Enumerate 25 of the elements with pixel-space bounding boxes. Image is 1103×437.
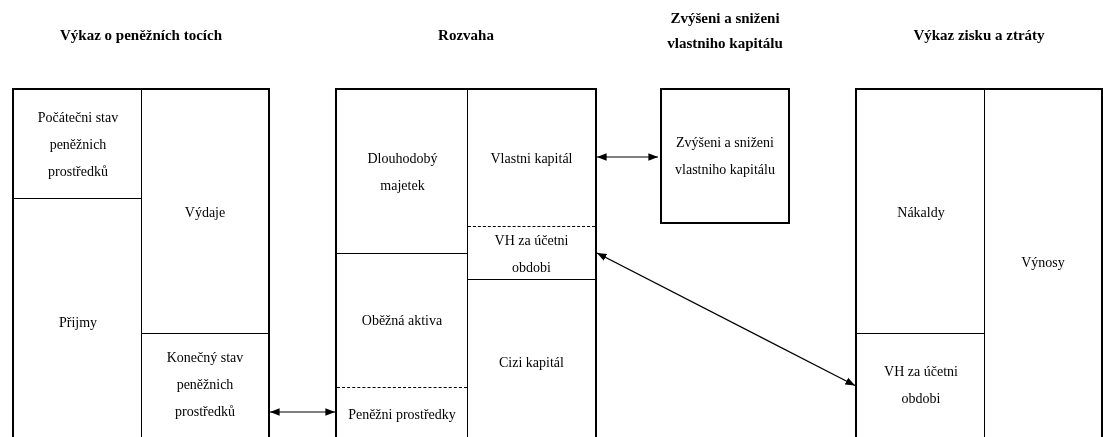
item-label: Přijmy <box>58 313 98 332</box>
item-label: Výdaje <box>184 203 226 222</box>
item-label: Peněžni prostředky <box>348 405 456 424</box>
item-label: Dlouhodobý majetek <box>366 150 439 195</box>
item-label: VH za účetni obdobi <box>493 231 570 277</box>
section-cell <box>14 90 142 199</box>
statement-heading: Zvýšeni a sniženi vlastniho kapitálu <box>666 9 784 53</box>
item-label: Zvýšeni a sniženi vlastniho kapitálu <box>674 134 776 179</box>
double-arrow <box>269 408 336 416</box>
item-label: Oběžná aktiva <box>361 312 443 330</box>
item-label: Cizi kapitál <box>499 353 564 372</box>
section-cell <box>337 90 468 254</box>
item-label: Konečný stav peněžnich prostředků <box>165 348 245 421</box>
statement-heading: Výkaz zisku a ztráty <box>913 25 1045 45</box>
statement-heading: Výkaz o peněžních tocích <box>59 25 223 45</box>
double-arrow <box>596 153 659 161</box>
item-label: Nákaldy <box>897 203 945 222</box>
item-label: VH za účetni obdobi <box>883 363 959 408</box>
double-arrow <box>596 252 856 387</box>
item-label: Počátečni stav peněžnich prostředků <box>36 109 120 181</box>
item-label: Vlastni kapitál <box>490 149 573 168</box>
section-cell <box>337 254 468 437</box>
statement-heading: Rozvaha <box>438 25 494 45</box>
section-cell <box>857 90 985 334</box>
item-label: Výnosy <box>1021 254 1065 272</box>
